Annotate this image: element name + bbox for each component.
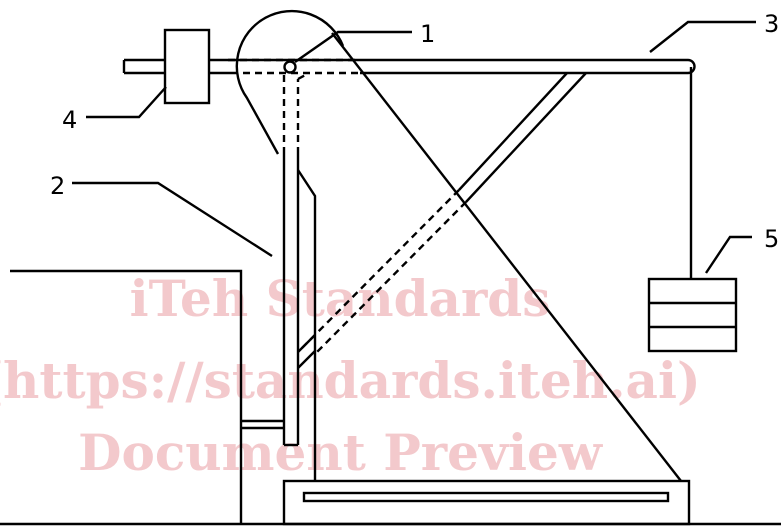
diagonal-stay: [331, 32, 682, 482]
watermark-line-3: Document Preview: [78, 423, 604, 482]
callout-label-2: 2: [50, 172, 65, 200]
watermark: iTeh Standards (https://standards.iteh.a…: [0, 269, 701, 482]
hanging-weight: [647, 277, 738, 353]
pivot-point: [283, 60, 297, 74]
upright-column: [282, 154, 317, 481]
base-plate: [282, 479, 691, 526]
hidden-frame-edges: [228, 58, 360, 154]
callout-label-4: 4: [62, 106, 77, 134]
watermark-line-1: iTeh Standards: [130, 269, 551, 328]
bench: [10, 269, 243, 524]
callout-label-5: 5: [764, 225, 779, 253]
watermark-line-2: (https://standards.iteh.ai): [0, 351, 701, 410]
pulley-housing: [235, 9, 345, 155]
horizontal-beam: [122, 58, 696, 75]
callout-label-1: 1: [420, 20, 435, 48]
counterweight: [163, 28, 211, 105]
inclined-strut: [297, 72, 587, 369]
callout-leaders: [72, 20, 756, 274]
callout-label-3: 3: [764, 10, 779, 38]
